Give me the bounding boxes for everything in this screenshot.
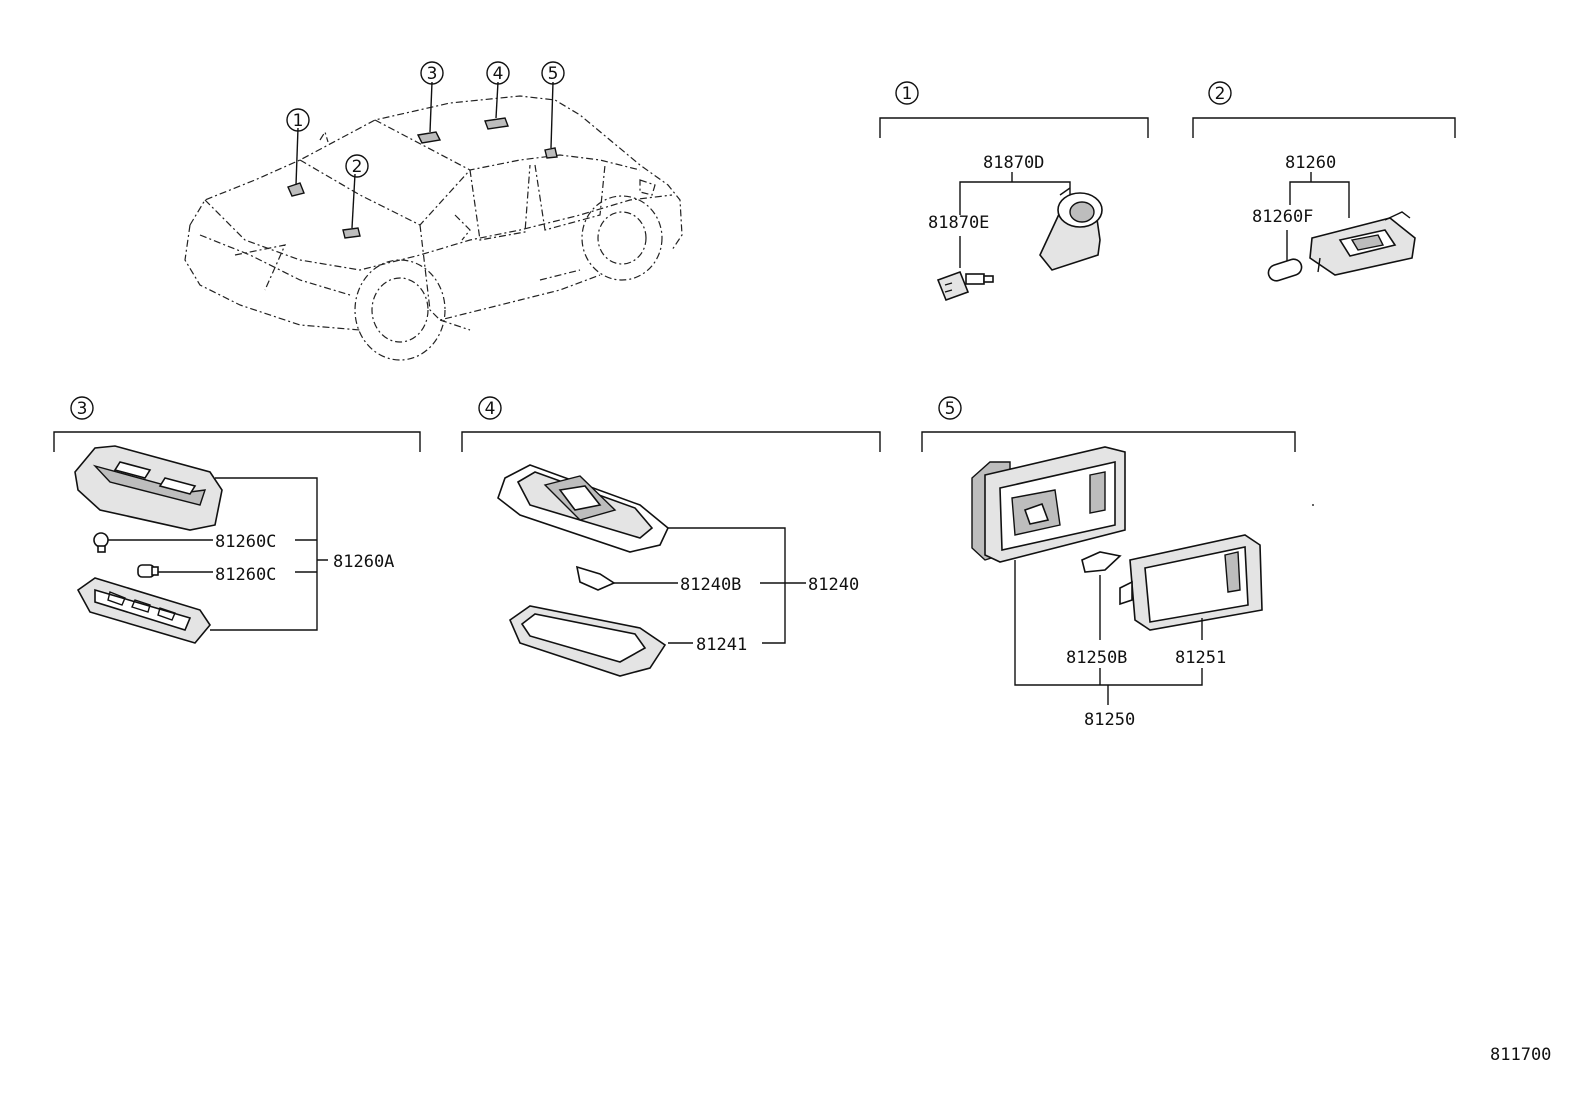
lamp-location-2 <box>342 227 361 239</box>
group-2-header: 2 <box>1215 84 1226 104</box>
group-1: 1 81870D 81870E <box>879 81 1149 302</box>
part-81870E-label: 81870E <box>928 213 989 233</box>
part-81870E-bulb <box>936 270 994 302</box>
callout-circle-4 <box>486 61 510 85</box>
callout-circle-5 <box>541 61 565 85</box>
group-5: 5 81250B 81251 81250 <box>921 396 1296 730</box>
part-81250-label: 81250 <box>1084 710 1135 730</box>
group-3-bracket <box>53 431 421 452</box>
group-5-bracket <box>921 431 1296 452</box>
part-81241-lens <box>509 605 667 677</box>
part-81250-housing <box>971 446 1126 563</box>
part-81260F-bulb <box>1267 258 1303 282</box>
part-81260A-lens <box>76 577 211 644</box>
lamp-location-5 <box>544 147 558 159</box>
callout-circle-2 <box>345 154 369 178</box>
group-4: 4 81240B 81241 81240 <box>461 396 881 677</box>
part-81240-label: 81240 <box>808 575 859 595</box>
part-81260C-bulb-a <box>93 532 109 553</box>
part-81250B-label: 81250B <box>1066 648 1127 668</box>
group-5-circle <box>938 396 962 420</box>
part-81870D-switch <box>1039 187 1103 271</box>
callout-label-5: 5 <box>548 64 559 84</box>
lamp-location-4 <box>484 117 509 130</box>
group-2: 2 81260 81260F <box>1192 81 1456 282</box>
part-81260A-label: 81260A <box>333 552 394 572</box>
group-3: 3 81260C 81260C 81260A <box>53 396 421 644</box>
callout-circle-3 <box>420 61 444 85</box>
lamp-location-3 <box>416 131 442 144</box>
group-1-circle <box>895 81 919 105</box>
group-2-bracket <box>1192 117 1456 138</box>
part-81240-housing <box>497 464 669 553</box>
speck-mark <box>1312 504 1314 506</box>
part-81251-label: 81251 <box>1175 648 1226 668</box>
part-81260-label: 81260 <box>1285 153 1336 173</box>
callout-label-4: 4 <box>493 64 504 84</box>
callout-circle-1 <box>286 108 310 132</box>
car-overview: 1 2 3 4 5 <box>184 61 683 361</box>
group-5-header: 5 <box>945 399 956 419</box>
group-1-header: 1 <box>902 84 913 104</box>
part-81250B-bulb <box>1081 551 1122 573</box>
part-81260-lamp <box>1309 211 1416 276</box>
part-81240B-label: 81240B <box>680 575 741 595</box>
part-81240B-bulb <box>575 565 616 591</box>
part-81260A-housing <box>74 445 223 531</box>
group-4-bracket <box>461 431 881 452</box>
part-81251-lens <box>1119 534 1263 631</box>
group-3-header: 3 <box>77 399 88 419</box>
part-81241-label: 81241 <box>696 635 747 655</box>
part-81870D-label: 81870D <box>983 153 1044 173</box>
group-4-header: 4 <box>485 399 496 419</box>
part-81260F-label: 81260F <box>1252 207 1313 227</box>
callout-label-1: 1 <box>293 111 304 131</box>
group-3-circle <box>70 396 94 420</box>
group-2-circle <box>1208 81 1232 105</box>
callout-label-3: 3 <box>427 64 438 84</box>
callout-label-2: 2 <box>352 157 363 177</box>
part-81260C-bulb-b <box>137 564 159 578</box>
group-1-bracket <box>879 117 1149 138</box>
figure-number: 811700 <box>1490 1045 1551 1065</box>
part-81260C-label-b: 81260C <box>215 565 276 585</box>
group-4-circle <box>478 396 502 420</box>
part-81260C-label-a: 81260C <box>215 532 276 552</box>
